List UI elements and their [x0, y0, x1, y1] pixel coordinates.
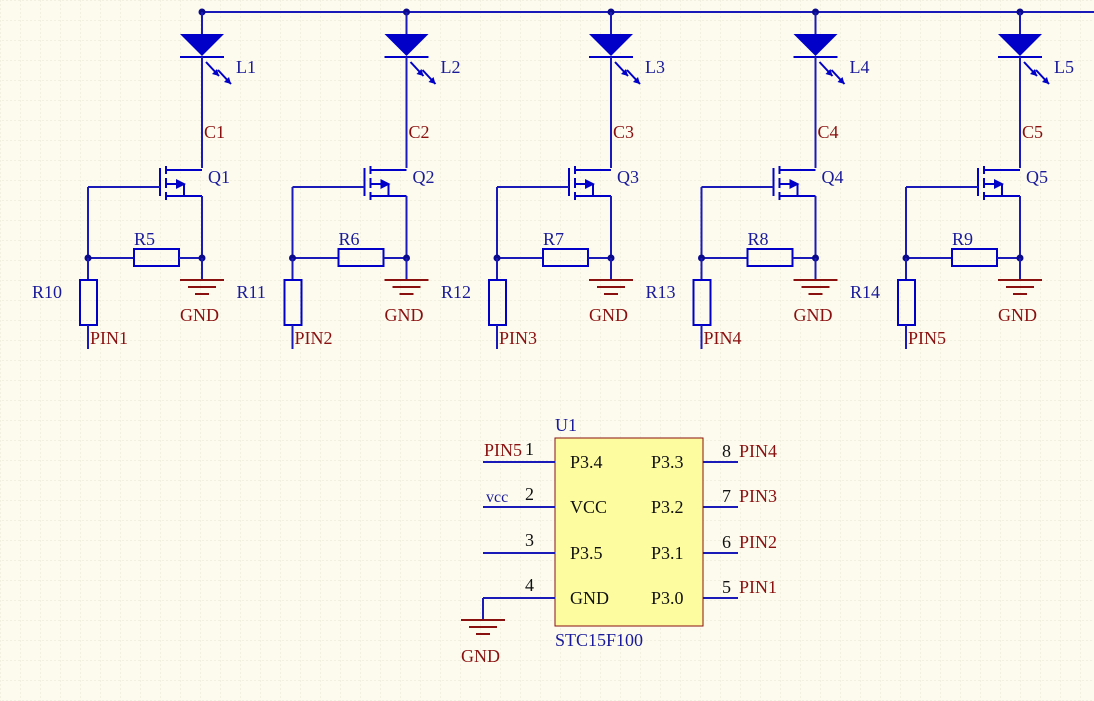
- mosfet-designator: Q4: [822, 167, 844, 187]
- pin-name-vcc: VCC: [570, 497, 607, 517]
- rs-designator: R5: [134, 229, 155, 249]
- rs-designator: R6: [339, 229, 360, 249]
- led-arrowhead-1: [621, 69, 628, 76]
- gnd-symbol: [180, 279, 224, 295]
- pin-name-p31: P3.1: [651, 543, 684, 563]
- mosfet-symbol[interactable]: [568, 166, 612, 258]
- gnd-label: GND: [180, 305, 219, 325]
- pin-net-label: PIN5: [908, 328, 946, 348]
- mosfet-designator: Q5: [1026, 167, 1048, 187]
- led-triangle[interactable]: [793, 34, 838, 56]
- led-triangle[interactable]: [998, 34, 1042, 56]
- rs-designator: R9: [952, 229, 973, 249]
- gnd-label: GND: [589, 305, 628, 325]
- rs-designator: R8: [748, 229, 769, 249]
- led-arrowhead-2: [633, 77, 640, 84]
- pin-number-3: 3: [525, 530, 534, 550]
- rd-designator: R11: [237, 282, 266, 302]
- rd-designator: R12: [441, 282, 471, 302]
- gnd-label: GND: [385, 305, 424, 325]
- pin-name-p35: P3.5: [570, 543, 603, 563]
- pin-number-4: 4: [525, 575, 534, 595]
- gnd-symbol: [384, 279, 429, 295]
- pin-net-label: PIN3: [499, 328, 537, 348]
- net-label-pin2: PIN2: [739, 532, 777, 552]
- chip-gnd-symbol: [461, 619, 505, 635]
- mosfet-symbol[interactable]: [363, 166, 408, 258]
- net-label-pin4: PIN4: [739, 441, 777, 461]
- led-arrowhead-1: [825, 69, 833, 76]
- led-triangle[interactable]: [180, 34, 224, 56]
- rs-designator: R7: [543, 229, 564, 249]
- led-triangle[interactable]: [589, 34, 633, 56]
- net-label-pin5: PIN5: [484, 440, 522, 460]
- pin-net-label: PIN4: [704, 328, 742, 348]
- mosfet-symbol[interactable]: [977, 166, 1021, 258]
- mosfet-designator: Q1: [208, 167, 230, 187]
- led-arrowhead-1: [212, 69, 219, 76]
- pin-name-gnd: GND: [570, 588, 609, 608]
- gnd-symbol: [998, 279, 1042, 295]
- led-arrowhead-1: [1030, 69, 1037, 76]
- gnd-symbol: [793, 279, 838, 295]
- mcu-u1[interactable]: U1 STC15F100 GND 1 2 3 4 P3.4 VCC P3.5 G…: [461, 415, 777, 666]
- mosfet-symbol[interactable]: [159, 166, 203, 258]
- led-designator: L5: [1054, 57, 1074, 77]
- gnd-label: GND: [794, 305, 833, 325]
- net-label-vcc: vcc: [486, 489, 508, 506]
- led-designator: L3: [645, 57, 665, 77]
- mosfet-symbol[interactable]: [772, 166, 817, 258]
- pin-number-6: 6: [722, 532, 731, 552]
- pin-number-1: 1: [525, 439, 534, 459]
- mosfet-designator: Q3: [617, 167, 639, 187]
- led-designator: L2: [441, 57, 461, 77]
- pin-name-p33: P3.3: [651, 452, 684, 472]
- chip-gnd-label: GND: [461, 646, 500, 666]
- chip-part-name: STC15F100: [555, 630, 643, 650]
- pin-net-label: PIN1: [90, 328, 128, 348]
- rd-designator: R10: [32, 282, 62, 302]
- drain-net-label: C1: [204, 122, 225, 142]
- led-arrowhead-2: [224, 77, 231, 84]
- mosfet-designator: Q2: [413, 167, 435, 187]
- led-arrowhead-2: [837, 77, 845, 84]
- net-label-pin3: PIN3: [739, 486, 777, 506]
- pin-name-p34: P3.4: [570, 452, 603, 472]
- led-arrowhead-2: [1042, 77, 1049, 84]
- pin-net-label: PIN2: [295, 328, 333, 348]
- led-designator: L4: [850, 57, 870, 77]
- gnd-symbol: [589, 279, 633, 295]
- drain-net-label: C3: [613, 122, 634, 142]
- led-arrowhead-2: [428, 77, 436, 84]
- led-designator: L1: [236, 57, 256, 77]
- led-triangle[interactable]: [384, 34, 429, 56]
- pin-name-p30: P3.0: [651, 588, 684, 608]
- chip-body[interactable]: [554, 437, 704, 627]
- pin-number-5: 5: [722, 577, 731, 597]
- net-label-pin1: PIN1: [739, 577, 777, 597]
- drain-net-label: C2: [409, 122, 430, 142]
- rd-designator: R14: [850, 282, 880, 302]
- rd-designator: R13: [646, 282, 676, 302]
- gnd-label: GND: [998, 305, 1037, 325]
- pin-number-7: 7: [722, 486, 731, 506]
- pin-name-p32: P3.2: [651, 497, 684, 517]
- chip-designator: U1: [555, 415, 577, 435]
- pin-number-2: 2: [525, 484, 534, 504]
- pin-number-8: 8: [722, 441, 731, 461]
- led-arrowhead-1: [416, 69, 424, 76]
- drain-net-label: C4: [818, 122, 839, 142]
- drain-net-label: C5: [1022, 122, 1043, 142]
